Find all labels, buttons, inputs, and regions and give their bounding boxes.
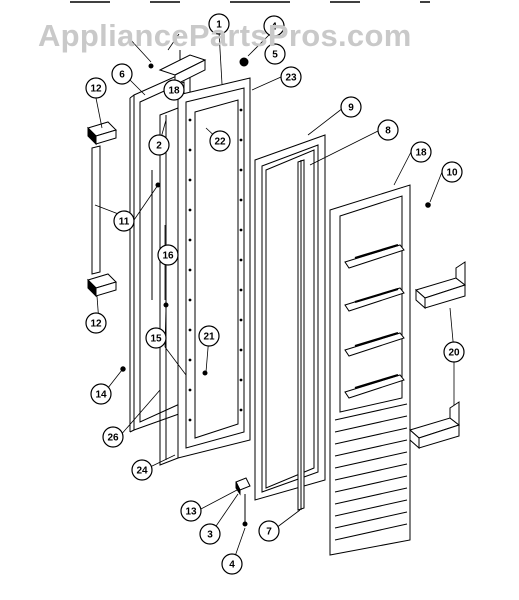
callout-label: 9 bbox=[348, 103, 354, 114]
callout-label: 8 bbox=[385, 126, 391, 137]
door-shelf-bin-upper bbox=[414, 261, 467, 310]
callout-label: 15 bbox=[150, 334, 162, 345]
callout-24: 24 bbox=[131, 459, 153, 481]
callout-label: 18 bbox=[168, 86, 180, 97]
bottom-hinge bbox=[235, 477, 251, 524]
callout-label: 13 bbox=[185, 507, 197, 518]
callout-label: 4 bbox=[229, 560, 235, 571]
callout-18: 18 bbox=[163, 79, 185, 101]
callout-9: 9 bbox=[340, 96, 362, 118]
callout-12: 12 bbox=[85, 77, 107, 99]
liner-hatching bbox=[334, 403, 408, 541]
callout-label: 22 bbox=[214, 137, 226, 148]
callout-label: 10 bbox=[446, 168, 458, 179]
callout-16: 16 bbox=[157, 244, 179, 266]
callout-7: 7 bbox=[258, 520, 280, 542]
callout-6: 6 bbox=[111, 63, 133, 85]
callout-22: 22 bbox=[209, 130, 231, 152]
callout-label: 7 bbox=[266, 527, 272, 538]
callout-label: 20 bbox=[448, 348, 460, 359]
handle-rail bbox=[91, 145, 101, 275]
callout-label: 4 bbox=[271, 22, 277, 33]
callout-label: 18 bbox=[415, 148, 427, 159]
callout-5: 5 bbox=[264, 43, 286, 65]
callout-label: 6 bbox=[119, 70, 125, 81]
door-trim-frame bbox=[159, 107, 179, 466]
callout-label: 23 bbox=[285, 73, 297, 84]
callout-14: 14 bbox=[90, 383, 112, 405]
handle-cap-top bbox=[87, 121, 117, 146]
callout-12: 12 bbox=[85, 312, 107, 334]
callout-4: 4 bbox=[263, 15, 285, 37]
callout-15: 15 bbox=[145, 327, 167, 349]
handle-cap-bottom bbox=[87, 273, 117, 298]
callout-8: 8 bbox=[377, 119, 399, 141]
callout-label: 26 bbox=[107, 433, 119, 444]
callout-label: 21 bbox=[203, 332, 215, 343]
door-panel bbox=[177, 77, 251, 459]
callout-label: 2 bbox=[156, 141, 162, 152]
callout-label: 11 bbox=[119, 217, 130, 228]
callout-21: 21 bbox=[198, 325, 220, 347]
callout-4: 4 bbox=[221, 553, 243, 575]
callout-11: 11 bbox=[113, 210, 135, 232]
inner-door-liner bbox=[329, 184, 411, 556]
door-gasket bbox=[254, 134, 326, 501]
callout-26: 26 bbox=[102, 426, 124, 448]
callout-label: 14 bbox=[95, 390, 107, 401]
callout-label: 1 bbox=[216, 20, 222, 31]
callout-23: 23 bbox=[280, 66, 302, 88]
callouts: 12 12 6 1 4 5 23 18 22 2 9 8 18 10 11 16… bbox=[85, 13, 465, 575]
callout-label: 5 bbox=[272, 50, 278, 61]
callout-2: 2 bbox=[148, 134, 170, 156]
callout-label: 24 bbox=[136, 466, 148, 477]
callout-18: 18 bbox=[410, 141, 432, 163]
callout-3: 3 bbox=[199, 523, 221, 545]
callout-label: 12 bbox=[90, 84, 102, 95]
callout-13: 13 bbox=[180, 500, 202, 522]
callout-20: 20 bbox=[443, 341, 465, 363]
callout-10: 10 bbox=[441, 161, 463, 183]
callout-1: 1 bbox=[208, 13, 230, 35]
door-shelf-bin-lower bbox=[408, 401, 461, 450]
door-breaker-strip bbox=[297, 159, 305, 511]
callout-label: 12 bbox=[90, 319, 102, 330]
callout-label: 16 bbox=[162, 251, 174, 262]
door-shelves bbox=[344, 243, 405, 399]
top-hinge-bracket bbox=[158, 50, 207, 86]
watermark-text: AppliancePartsPros.com bbox=[38, 18, 412, 53]
callout-label: 3 bbox=[207, 530, 213, 541]
